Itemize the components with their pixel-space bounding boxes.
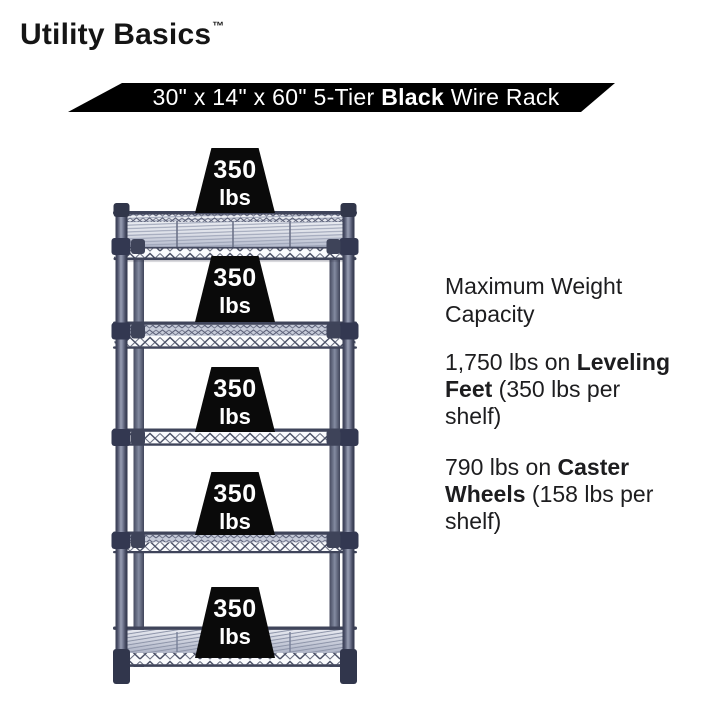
product-title: 30" x 14" x 60" 5-Tier Black Wire Rack [152,84,559,111]
weight-unit: lbs [219,185,251,210]
weight-unit: lbs [219,293,251,318]
weight-value: 350 [213,375,257,403]
weight-value: 350 [213,595,257,623]
brand-logo: Utility Basics™ [20,18,224,52]
weight-value: 350 [213,480,257,508]
weight-value: 350 [213,264,257,292]
rack-corner-collars [111,238,359,549]
title-banner: 30" x 14" x 60" 5-Tier Black Wire Rack [68,83,615,112]
rack-shelf-1 [113,211,357,263]
title-prefix: 30" x 14" x 60" 5-Tier [152,84,382,110]
weight-value: 350 [213,156,257,184]
brand-name: Utility Basics [20,18,212,51]
title-suffix: Wire Rack [444,84,560,110]
rack-shelf-2 [113,321,357,349]
weight-unit: lbs [219,509,251,534]
leveling-feet-label: Leveling Feet [445,349,671,402]
caster-prefix: 790 lbs on [445,454,558,480]
trademark-symbol: ™ [212,19,225,33]
capacity-heading: Maximum Weight Capacity [445,273,623,327]
weight-unit: lbs [219,404,251,429]
leveling-prefix: 1,750 lbs on [445,349,577,375]
weight-unit: lbs [219,624,251,649]
capacity-info: Maximum Weight Capacity 1,750 lbs on Lev… [445,272,697,535]
leveling-suffix: (350 lbs per shelf) [445,376,621,429]
leveling-feet-capacity: 1,750 lbs on Leveling Feet (350 lbs per … [445,349,697,430]
title-color-highlight: Black [381,84,445,110]
caster-suffix: (158 lbs per shelf) [445,481,654,534]
caster-wheels-capacity: 790 lbs on Caster Wheels (158 lbs per sh… [445,454,697,535]
caster-wheels-label: Caster Wheels [445,454,630,507]
